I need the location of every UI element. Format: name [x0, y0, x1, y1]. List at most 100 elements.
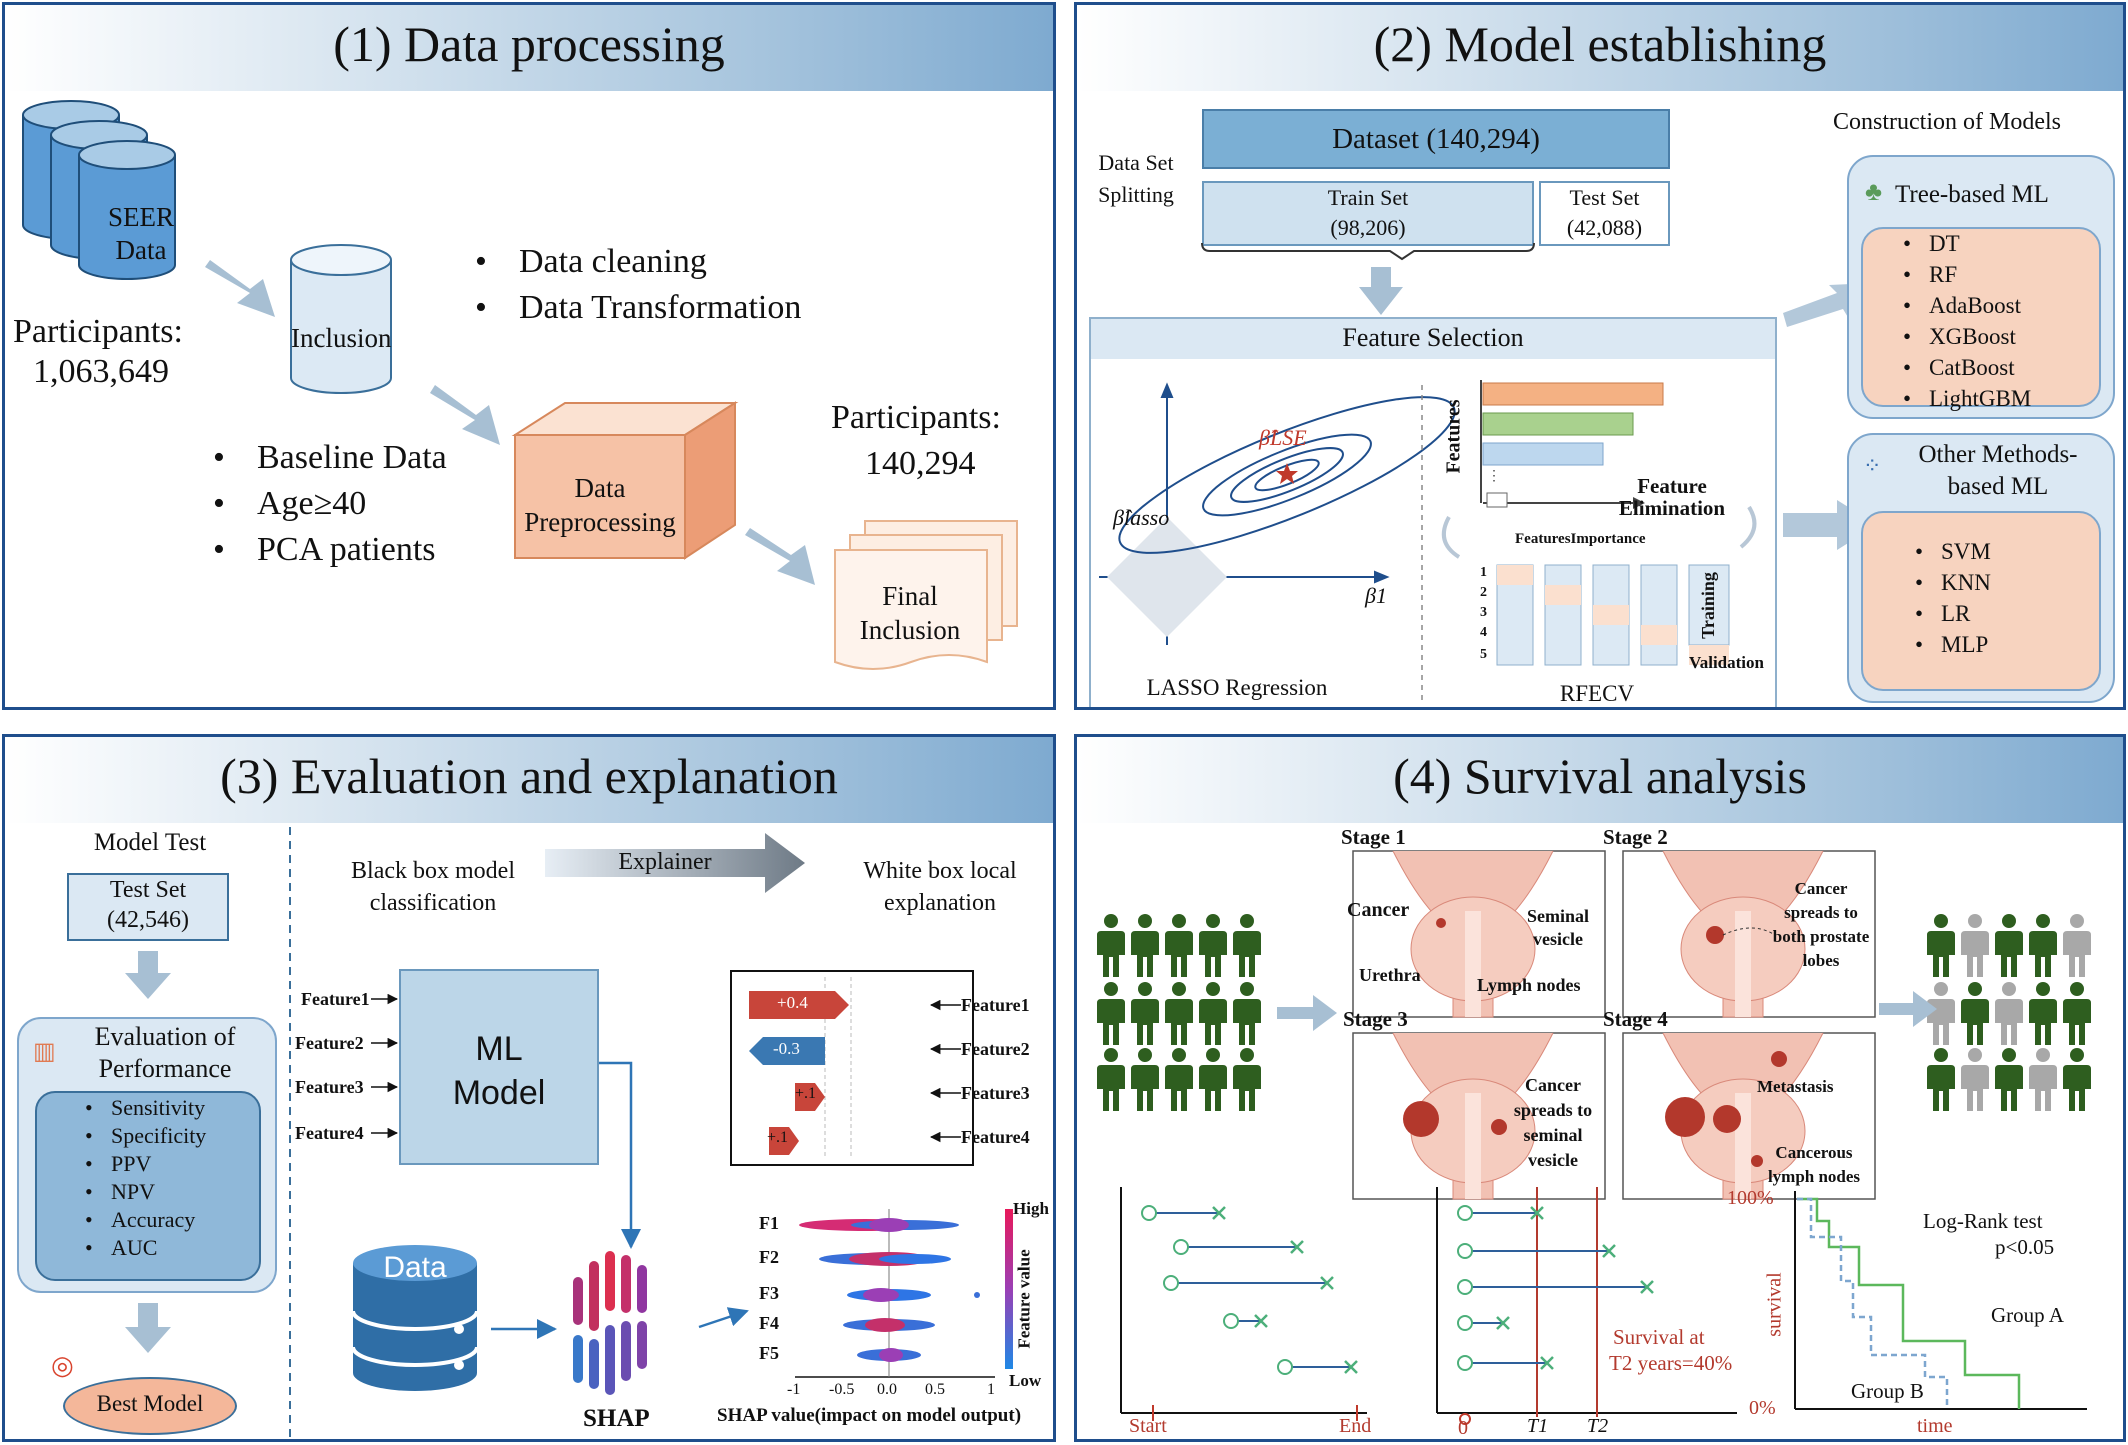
- participants-label: Participants:: [13, 313, 183, 350]
- beeswarm-row-3: [847, 1288, 980, 1302]
- metric-item: Sensitivity: [85, 1095, 206, 1121]
- test-set-label: Test Set: [109, 877, 187, 903]
- dataset-box: [1202, 109, 1670, 169]
- beeswarm-feature-label: F4: [759, 1313, 779, 1333]
- final-participants-label: Participants:: [831, 399, 1001, 436]
- beeswarm-row-1: [799, 1218, 959, 1232]
- beeswarm-row-4: [843, 1318, 935, 1332]
- best-model-oval: [63, 1377, 237, 1435]
- stage-note: Cancer spreads to both prostate lobes: [1772, 879, 1870, 970]
- shap-label: SHAP: [583, 1405, 650, 1432]
- participants-count: 1,063,649: [33, 353, 169, 390]
- model-item: CatBoost: [1903, 355, 2031, 381]
- group-b-label: Group B: [1851, 1379, 1924, 1403]
- beeswarm-tick: -0.5: [829, 1381, 855, 1398]
- panel-title: (4) Survival analysis: [1393, 748, 1807, 804]
- explainer-label: Explainer: [618, 849, 712, 875]
- feature-elimination-label: Feature Elimination: [1618, 474, 1726, 520]
- km-ylabel: survival: [1763, 1272, 1786, 1337]
- stage-note: Metastasis: [1757, 1077, 1834, 1096]
- criterion: Baseline Data: [213, 439, 447, 477]
- arrow-to-stages: [1277, 995, 1337, 1031]
- seer-data-label: SEER Data: [107, 202, 174, 265]
- beeswarm-feature-label: F2: [759, 1247, 779, 1267]
- end-label: End: [1339, 1415, 1372, 1437]
- other-models-list: SVM KNN LR MLP: [1915, 539, 1991, 663]
- panel-title: (3) Evaluation and explanation: [220, 748, 838, 804]
- colorbar-high-label: High: [1013, 1199, 1049, 1218]
- input-feature-label: Feature2: [295, 1033, 364, 1053]
- panel-model-establishing: (2) Model establishing Data Set Splittin…: [1074, 2, 2126, 710]
- lasso-label: LASSO Regression: [1146, 675, 1328, 700]
- criterion: Age≥40: [213, 485, 447, 523]
- feature-selection-box: [1089, 317, 1777, 707]
- population-before-icon: [1097, 914, 1261, 1111]
- final-inclusion-docs-icon: [834, 520, 1018, 670]
- panel-header: [1077, 737, 2123, 823]
- model-item: SVM: [1915, 539, 1991, 565]
- beeswarm-feature-label: F1: [759, 1213, 779, 1233]
- tree-icon: ♣: [1865, 177, 1883, 206]
- panel-title: (1) Data processing: [333, 16, 725, 72]
- km-plot: [1794, 1191, 2087, 1410]
- train-set-box: [1202, 181, 1534, 246]
- fold-number: 1: [1480, 565, 1487, 580]
- black-box-label: Black box model classification: [351, 858, 515, 916]
- test-set-count: (42,088): [1566, 215, 1643, 240]
- down-arrow: [1359, 267, 1403, 315]
- t2-label: T2: [1587, 1415, 1609, 1437]
- white-box-label: White box local explanation: [863, 858, 1017, 916]
- waterfall-value: -0.3: [773, 1039, 800, 1058]
- input-arrows: [371, 993, 399, 1139]
- model-item: MLP: [1915, 632, 1991, 658]
- chart-icon: ▥: [33, 1039, 56, 1065]
- stage-label: Stage 1: [1341, 825, 1406, 849]
- train-brace: [1201, 242, 1535, 261]
- beeswarm-tick: -1: [787, 1381, 801, 1398]
- test-set-box: [1539, 181, 1670, 246]
- feature-selection-header: [1091, 319, 1775, 359]
- model-item: RF: [1903, 262, 2031, 288]
- inclusion-label: Inclusion: [291, 323, 392, 353]
- waterfall-feature-arrows: [929, 999, 961, 1143]
- waterfall-value: +0.4: [777, 993, 808, 1012]
- km-0-label: 0%: [1749, 1397, 1776, 1419]
- logrank-label: Log-Rank test: [1923, 1209, 2043, 1233]
- metric-item: NPV: [85, 1179, 206, 1205]
- stage-note: Lymph nodes: [1477, 975, 1581, 995]
- shap-to-plot-arrow: [698, 1307, 749, 1329]
- best-model-label: Best Model: [96, 1391, 204, 1416]
- elimination-loop-arrows: [1441, 505, 1757, 559]
- final-inclusion-label: Final Inclusion: [859, 581, 961, 645]
- metrics-list: Sensitivity Specificity PPV NPV Accuracy…: [85, 1095, 206, 1263]
- beeswarm-feature-label: F3: [759, 1283, 779, 1303]
- group-a-label: Group A: [1991, 1303, 2064, 1327]
- panel-header: [1077, 5, 2123, 91]
- feature-value-label: Feature value: [1014, 1249, 1034, 1349]
- km-100-label: 100%: [1727, 1187, 1774, 1209]
- train-set-label: Train Set: [1327, 185, 1409, 210]
- metric-item: Specificity: [85, 1123, 206, 1149]
- beeswarm-tick: 0.0: [877, 1381, 897, 1398]
- model-test-label: Model Test: [93, 829, 207, 856]
- optimum-star: [1276, 463, 1298, 484]
- tree-models-label: Tree-based ML: [1895, 181, 2049, 208]
- feature-selection-label: Feature Selection: [1342, 323, 1524, 352]
- waterfall-value: +.1: [767, 1129, 789, 1146]
- model-item: XGBoost: [1903, 324, 2031, 350]
- inclusion-criteria-list: Baseline Data Age≥40 PCA patients: [213, 439, 447, 577]
- stage-note: Seminal vesicle: [1526, 906, 1589, 949]
- svg-text:⋮: ⋮: [1487, 469, 1501, 484]
- importance-bars: ⋮: [1480, 380, 1664, 509]
- shap-logo-icon: [573, 1251, 647, 1395]
- population-after-icon: [1927, 914, 2091, 1111]
- metric-item: AUC: [85, 1235, 206, 1261]
- explainer-arrow: [545, 833, 805, 893]
- split-label: Data Set Splitting: [1098, 150, 1174, 207]
- panel-data-processing: (1) Data processing: [2, 2, 1056, 710]
- features-importance-label: FeaturesImportance: [1515, 531, 1646, 547]
- stage-note: Cancerous lymph nodes: [1767, 1143, 1861, 1186]
- beeswarm-tick: 1: [987, 1381, 995, 1398]
- fold-number: 5: [1480, 647, 1487, 662]
- tree-models-list: DT RF AdaBoost XGBoost CatBoost LightGBM: [1903, 231, 2031, 417]
